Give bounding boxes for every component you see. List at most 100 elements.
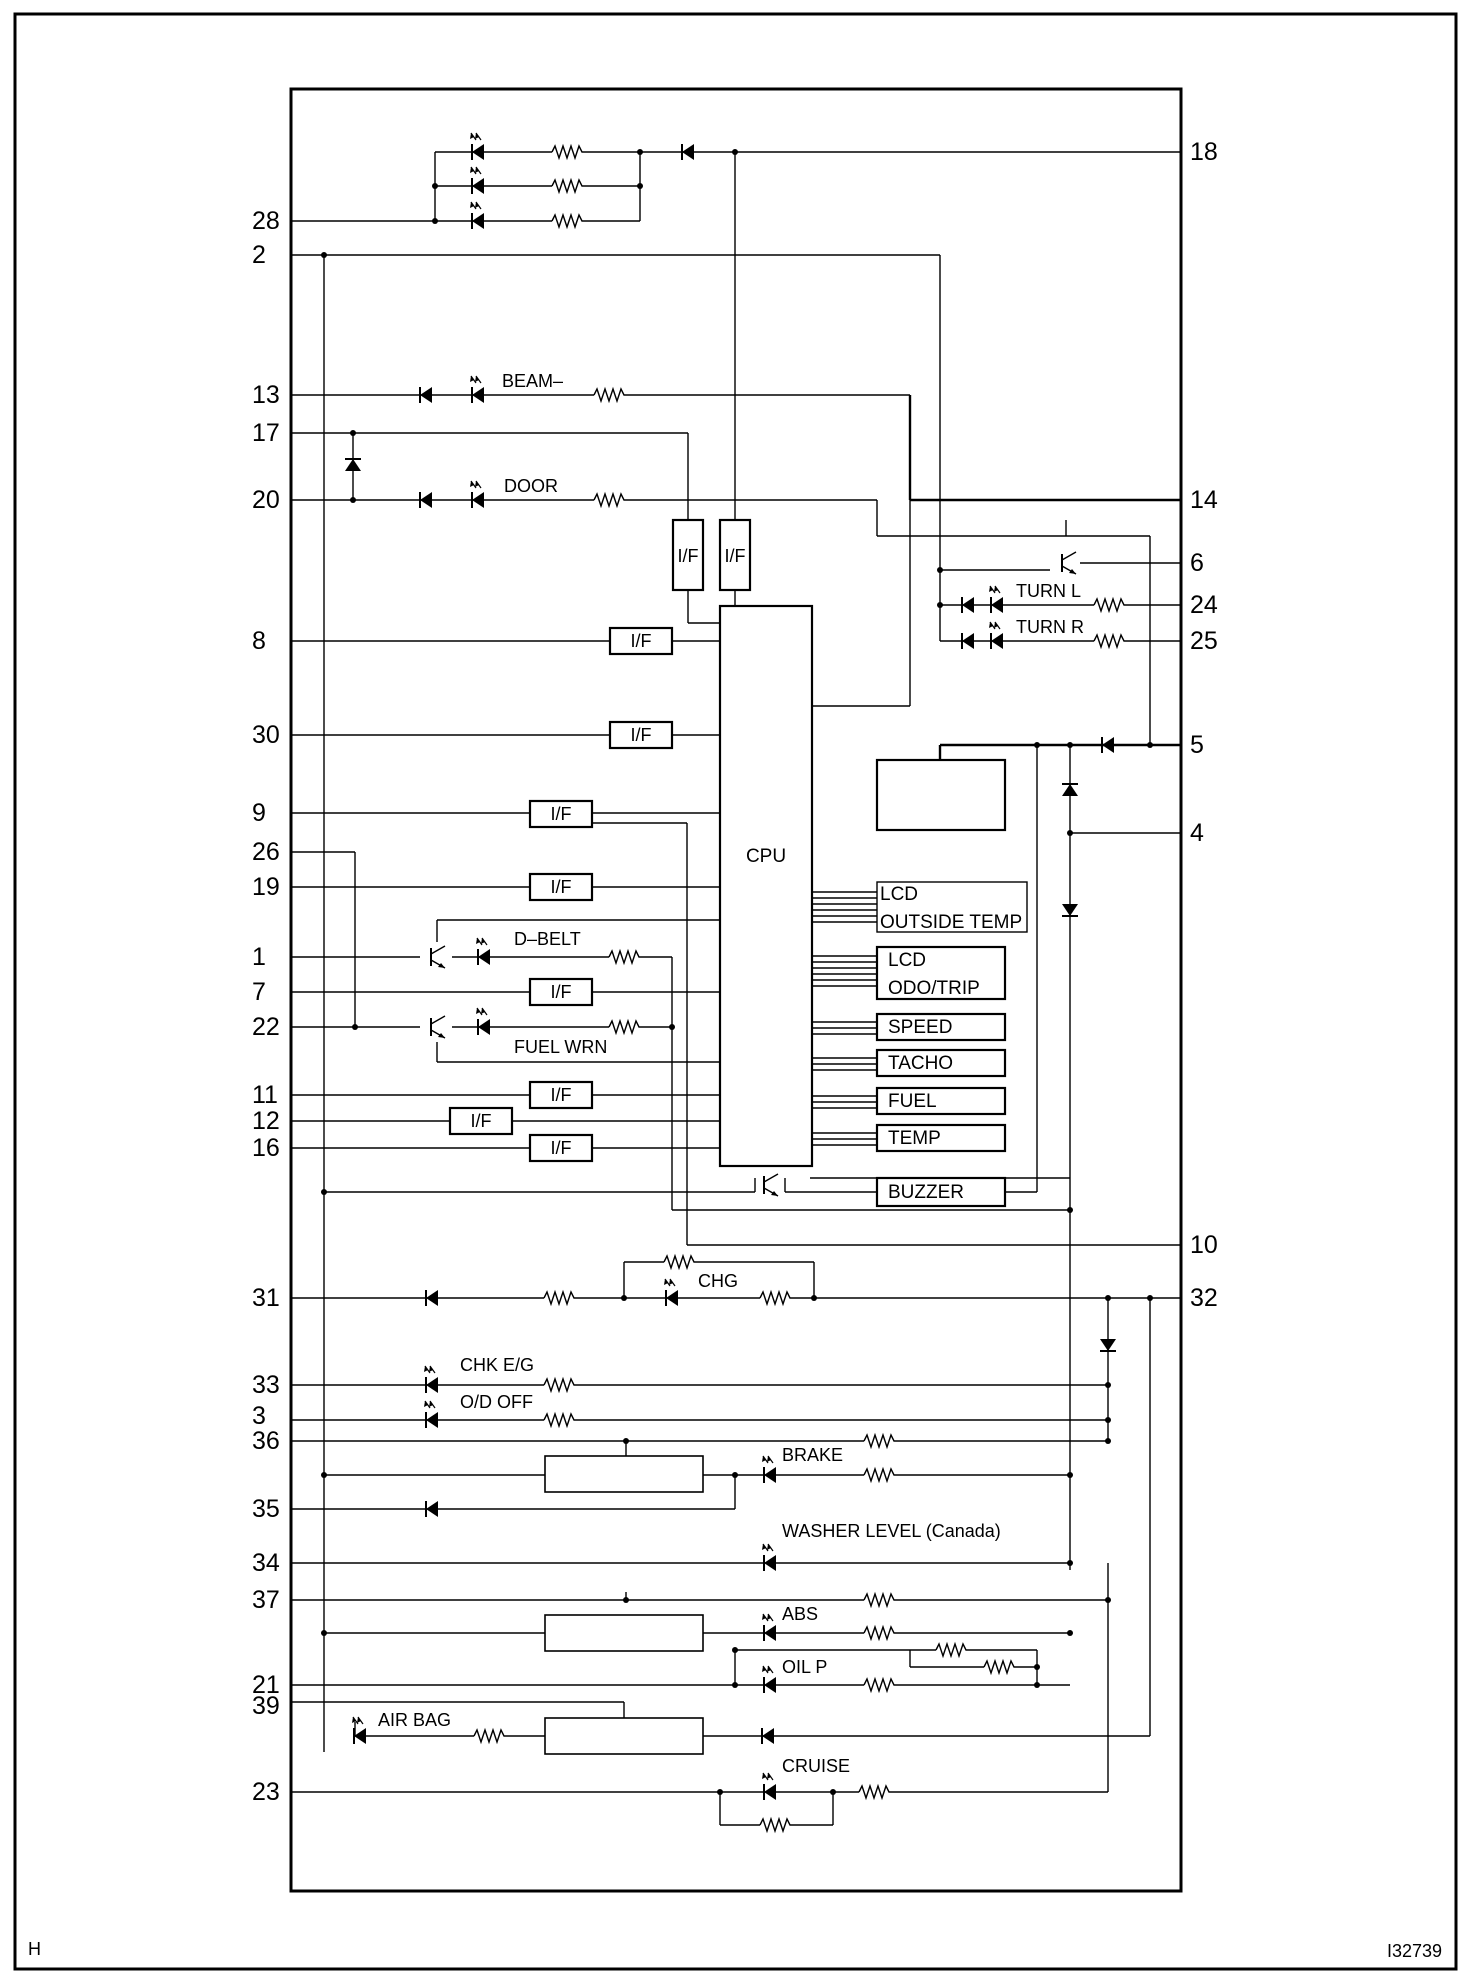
buzzer [875, 1176, 1007, 1208]
if-label: I/F [631, 631, 652, 651]
pin-18: 18 [1190, 138, 1218, 166]
pin-13: 13 [252, 381, 280, 409]
brake-module [544, 1455, 704, 1493]
pin-24: 24 [1190, 591, 1218, 619]
pin-34: 34 [252, 1549, 280, 1577]
pin-37: 37 [252, 1586, 280, 1614]
fuel-label: FUEL [888, 1091, 937, 1112]
abs-module [544, 1614, 704, 1652]
cruise-label: CRUISE [782, 1756, 850, 1776]
cpu-block [718, 604, 814, 1168]
beam-label: BEAM– [502, 371, 563, 391]
if-label: I/F [551, 1138, 572, 1158]
pin-35: 35 [252, 1495, 280, 1523]
if-block-17 [671, 518, 705, 592]
if-label: I/F [471, 1111, 492, 1131]
gauge-bus [812, 891, 877, 1146]
if-block-16 [528, 1133, 594, 1163]
page-border [13, 12, 1458, 1971]
pin-22: 22 [252, 1013, 280, 1041]
pin-36: 36 [252, 1427, 280, 1455]
pin-11: 11 [252, 1081, 278, 1109]
lcd-odo-trip-line1: LCD [888, 950, 926, 971]
component-labels: BEAM– DOOR TURN L TURN R D–BELT FUEL WRN… [378, 371, 1084, 1776]
if-block-7 [528, 977, 594, 1007]
pin-8: 8 [252, 627, 266, 655]
lcd-outside-temp [876, 881, 1028, 933]
if-label: I/F [551, 804, 572, 824]
pin-20: 20 [252, 486, 280, 514]
fuel-wrn-label: FUEL WRN [514, 1037, 607, 1057]
pin-16: 16 [252, 1134, 280, 1162]
if-label: I/F [631, 725, 652, 745]
lcd-outside-temp-line2: OUTSIDE TEMP [880, 912, 1022, 933]
oil-p-label: OIL P [782, 1657, 827, 1677]
brake-label: BRAKE [782, 1445, 843, 1465]
abs-label: ABS [782, 1604, 818, 1624]
pin-33: 33 [252, 1371, 280, 1399]
lcd-outside-temp-line1: LCD [880, 884, 918, 905]
meter-enclosure [289, 87, 1183, 1893]
d-belt-label: D–BELT [514, 929, 581, 949]
temp-label: TEMP [888, 1128, 941, 1149]
chk-eg-label: CHK E/G [460, 1355, 534, 1375]
pin-2: 2 [252, 241, 266, 269]
if-label: I/F [678, 546, 699, 566]
washer-level-label: WASHER LEVEL (Canada) [782, 1521, 1001, 1541]
lcd-odo-trip-line2: ODO/TRIP [888, 978, 980, 999]
pin-14: 14 [1190, 486, 1218, 514]
pin-1: 1 [252, 943, 266, 971]
speed-gauge [875, 1012, 1007, 1042]
pin-4: 4 [1190, 819, 1204, 847]
pin-5: 5 [1190, 731, 1204, 759]
if-block-18 [718, 518, 752, 592]
blocks: CPU I/F I/F I/F I/F I/F I/F I/F I/F I/F … [448, 518, 1028, 1755]
pin-30: 30 [252, 721, 280, 749]
turn-r-label: TURN R [1016, 617, 1084, 637]
wiring [291, 151, 1181, 1826]
if-block-19 [528, 872, 594, 902]
pin-31: 31 [252, 1284, 280, 1312]
if-block-12 [448, 1106, 514, 1136]
if-block-11 [528, 1080, 594, 1110]
pin-12: 12 [252, 1107, 280, 1135]
left-pin-labels: 28 2 13 17 20 8 30 9 26 19 1 7 22 11 12 … [252, 207, 280, 1806]
corner-mark-left: H [28, 1939, 41, 1959]
pin-3: 3 [252, 1402, 266, 1430]
turn-l-label: TURN L [1016, 581, 1081, 601]
pin-23: 23 [252, 1778, 280, 1806]
pin-32: 32 [1190, 1284, 1218, 1312]
airbag-module [544, 1717, 704, 1755]
chg-label: CHG [698, 1271, 738, 1291]
fuel-gauge [875, 1086, 1007, 1116]
if-block-9 [528, 799, 594, 829]
if-label: I/F [551, 1085, 572, 1105]
pin-10: 10 [1190, 1231, 1218, 1259]
pin-26: 26 [252, 838, 280, 866]
figure-id: I32739 [1387, 1941, 1442, 1961]
door-label: DOOR [504, 476, 558, 496]
if-label: I/F [551, 877, 572, 897]
air-bag-label: AIR BAG [378, 1710, 451, 1730]
speed-label: SPEED [888, 1017, 952, 1038]
if-block-8 [608, 626, 674, 656]
if-label: I/F [551, 982, 572, 1002]
pin-17: 17 [252, 419, 280, 447]
pin-9: 9 [252, 799, 266, 827]
pin-7: 7 [252, 978, 266, 1006]
tacho-label: TACHO [888, 1053, 953, 1074]
right-pin-labels: 18 14 6 24 25 5 4 10 32 [1190, 138, 1218, 1312]
pin-6: 6 [1190, 549, 1204, 577]
if-label: I/F [725, 546, 746, 566]
pin-25: 25 [1190, 627, 1218, 655]
pin-21: 21 [252, 1671, 280, 1699]
pin-28: 28 [252, 207, 280, 235]
pin-39: 39 [252, 1692, 280, 1720]
junction-dots [321, 149, 1153, 1795]
od-off-label: O/D OFF [460, 1392, 533, 1412]
tacho-gauge [875, 1048, 1007, 1078]
if-block-30 [608, 720, 674, 750]
lcd-odo-trip [875, 945, 1007, 1001]
power-block [875, 758, 1007, 832]
